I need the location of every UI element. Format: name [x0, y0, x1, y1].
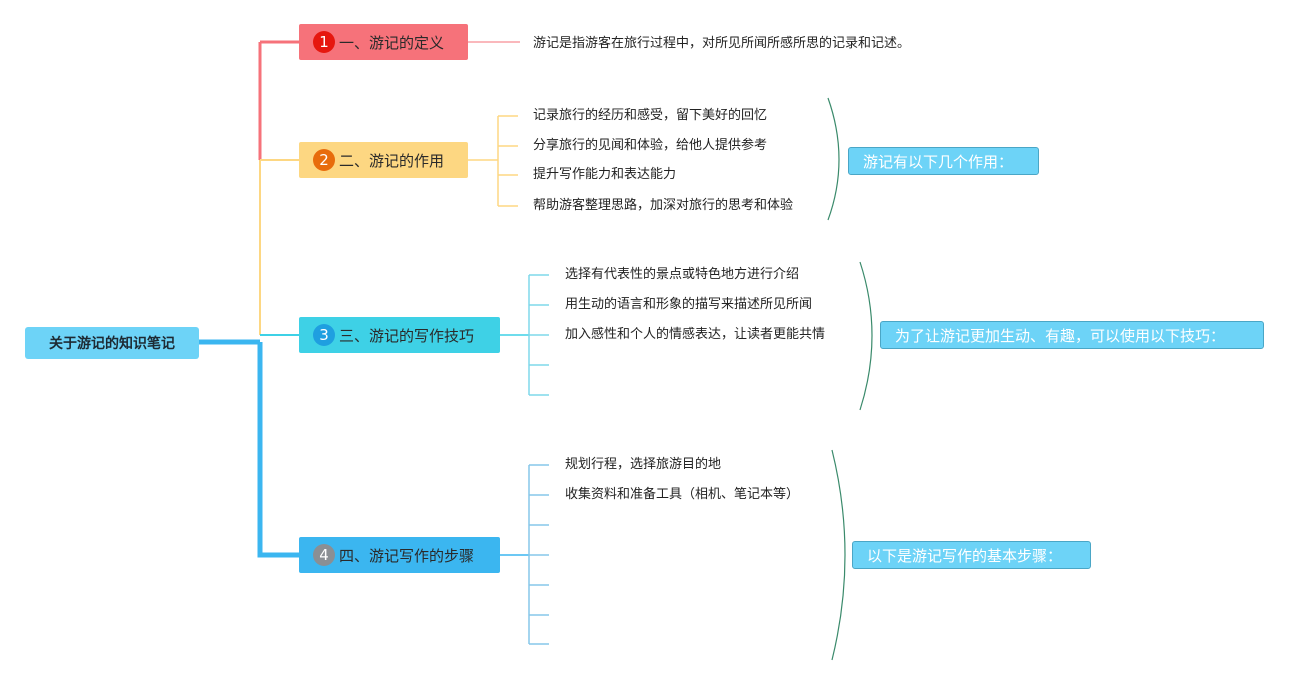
leaf-topic[interactable]: 分享旅行的见闻和体验，给他人提供参考 — [533, 138, 768, 153]
leaf-topic[interactable]: 游记是指游客在旅行过程中，对所见所闻所感所思的记录和记述。 — [533, 36, 911, 51]
leaf-topic[interactable]: 选择有代表性的景点或特色地方进行介绍 — [565, 267, 800, 282]
number-badge: 1 — [313, 31, 335, 53]
root-topic[interactable]: 关于游记的知识笔记 — [25, 327, 199, 359]
summary-callout[interactable]: 为了让游记更加生动、有趣，可以使用以下技巧： — [880, 321, 1264, 349]
leaf-topic[interactable]: 提升写作能力和表达能力 — [533, 167, 677, 182]
branch-techniques[interactable]: 3 三、游记的写作技巧 — [299, 317, 500, 353]
leaf-topic[interactable]: 用生动的语言和形象的描写来描述所见所闻 — [565, 297, 813, 312]
leaf-topic[interactable]: 规划行程，选择旅游目的地 — [565, 457, 722, 472]
number-badge: 4 — [313, 544, 335, 566]
leaf-topic[interactable]: 收集资料和准备工具（相机、笔记本等） — [565, 487, 800, 502]
branch-label: 二、游记的作用 — [339, 151, 445, 170]
branch-steps[interactable]: 4 四、游记写作的步骤 — [299, 537, 500, 573]
number-badge: 2 — [313, 149, 335, 171]
branch-purpose[interactable]: 2 二、游记的作用 — [299, 142, 468, 178]
branch-definition[interactable]: 1 一、游记的定义 — [299, 24, 468, 60]
summary-callout[interactable]: 游记有以下几个作用： — [848, 147, 1039, 175]
branch-label: 三、游记的写作技巧 — [339, 326, 475, 345]
leaf-topic[interactable]: 记录旅行的经历和感受，留下美好的回忆 — [533, 108, 768, 123]
root-topic-label: 关于游记的知识笔记 — [49, 336, 175, 352]
number-badge: 3 — [313, 324, 335, 346]
branch-label: 四、游记写作的步骤 — [339, 546, 475, 565]
summary-callout[interactable]: 以下是游记写作的基本步骤： — [852, 541, 1091, 569]
leaf-topic[interactable]: 帮助游客整理思路，加深对旅行的思考和体验 — [533, 198, 794, 213]
leaf-topic[interactable]: 加入感性和个人的情感表达，让读者更能共情 — [565, 327, 826, 342]
branch-label: 一、游记的定义 — [339, 33, 445, 52]
